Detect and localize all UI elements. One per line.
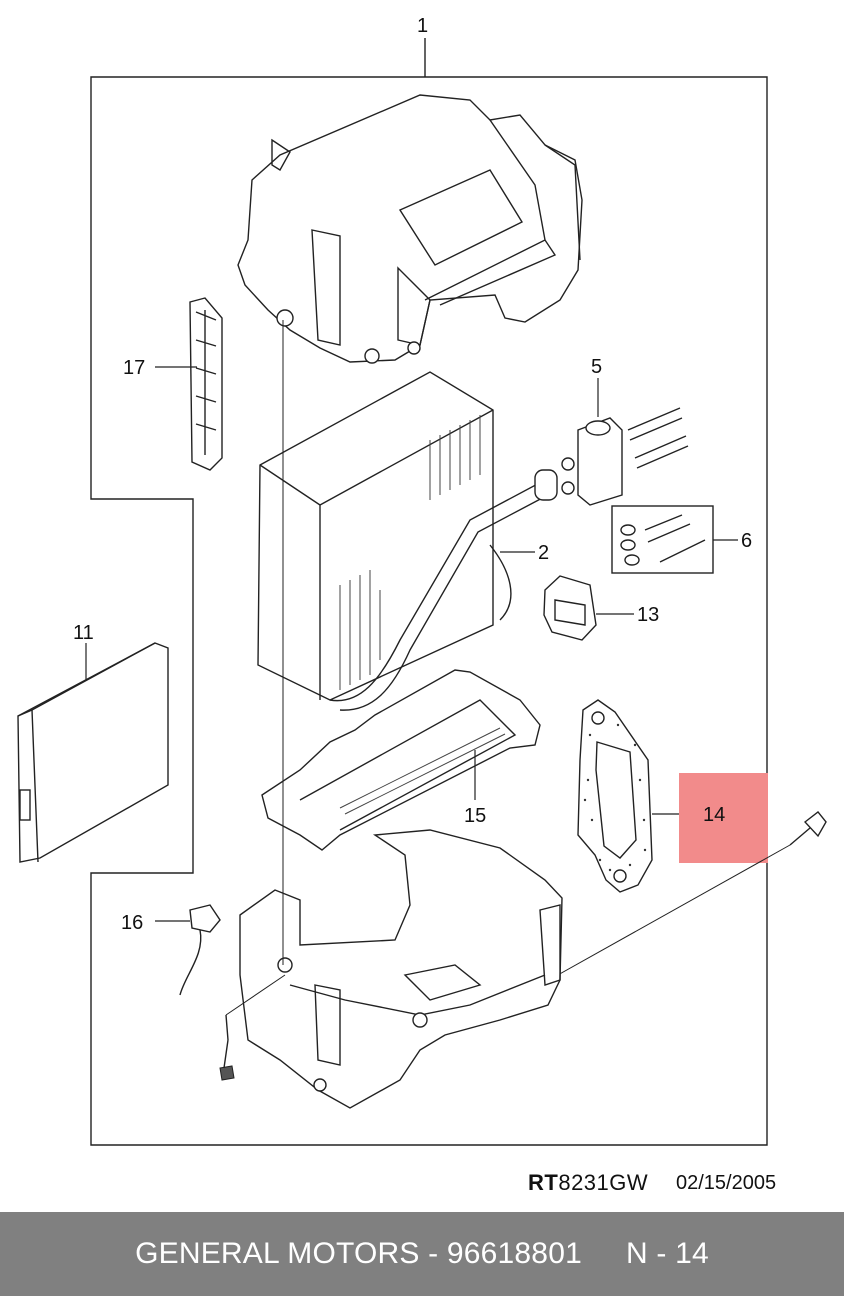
footer-brand-part-number: GENERAL MOTORS - 96618801 bbox=[135, 1237, 582, 1270]
pipe-bracket-part bbox=[543, 575, 634, 641]
callout-11: 11 bbox=[73, 622, 94, 644]
drawing-code-prefix: RT bbox=[528, 1170, 559, 1195]
assembly-frame bbox=[90, 76, 768, 1146]
seal-bolt-kit-part bbox=[611, 505, 738, 574]
callout-13: 13 bbox=[637, 604, 659, 626]
evaporator-core-part bbox=[257, 371, 558, 711]
screw-right-part bbox=[539, 811, 827, 986]
callout-16: 16 bbox=[121, 912, 143, 934]
lower-case-part bbox=[239, 829, 563, 1109]
footer-position: N - 14 bbox=[625, 1237, 709, 1270]
footer-bar: GENERAL MOTORS - 96618801 N - 14 bbox=[0, 1212, 844, 1296]
callout-1: 1 bbox=[417, 15, 428, 37]
exploded-parts-diagram: 1 17 2 bbox=[17, 15, 827, 1146]
expansion-valve-part bbox=[561, 378, 689, 506]
seal-gasket-part bbox=[577, 699, 700, 893]
callout-6: 6 bbox=[741, 530, 752, 552]
upper-case-part bbox=[237, 94, 583, 364]
side-grille-part bbox=[155, 297, 223, 471]
drawing-date: 02/15/2005 bbox=[676, 1172, 777, 1194]
harness-connector-part bbox=[155, 904, 221, 996]
callout-5: 5 bbox=[591, 356, 602, 378]
screw-bottom-part bbox=[219, 974, 286, 1081]
drawing-code-number: 8231GW bbox=[558, 1170, 649, 1195]
drawing-code: RT8231GW bbox=[528, 1170, 648, 1196]
callout-14: 14 bbox=[703, 804, 725, 826]
drain-tray-part bbox=[261, 669, 541, 851]
callout-15: 15 bbox=[464, 805, 486, 827]
cabin-filter-part bbox=[17, 642, 169, 863]
highlight-box bbox=[679, 773, 768, 863]
callout-2: 2 bbox=[538, 542, 549, 564]
callout-17: 17 bbox=[123, 357, 145, 379]
